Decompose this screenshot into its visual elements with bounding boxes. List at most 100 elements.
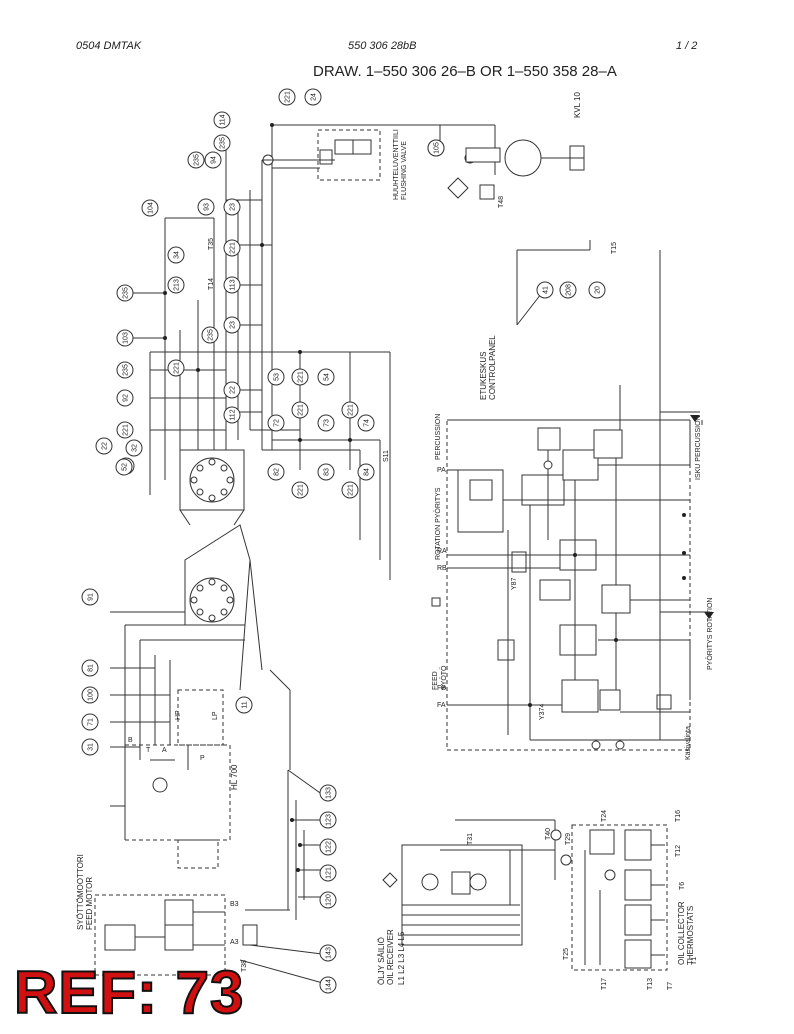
ref-bubble: 221 [116,421,134,439]
ref-bubble: 123 [319,811,337,829]
ref-bubble: 235 [116,284,134,302]
lp-label: LP [212,711,219,720]
drill-connector-lower [184,524,251,626]
ref-stamp: REF: 73 [13,959,245,1026]
ref-bubble: 221 [341,481,359,499]
ref-bubble: 121 [319,864,337,882]
t35-label: T35 [208,238,215,250]
feed-motor-label-en: FEED MOTOR [85,877,94,930]
t25-label: T25 [563,948,570,960]
svg-text:221: 221 [230,242,237,254]
ref-bubble: 74 [357,414,375,432]
svg-text:84: 84 [364,468,371,476]
t17-label: T17 [601,978,608,990]
svg-text:133: 133 [326,787,333,799]
ref-bubble: 221 [223,239,241,257]
svg-text:112: 112 [230,409,237,420]
ref-bubble: 122 [319,838,337,856]
ref-bubble: 104 [141,199,159,217]
t40-label: T40 [545,828,552,840]
svg-text:24: 24 [311,93,318,101]
ref-bubble: 41 [536,281,554,299]
ref-bubble: 103 [116,329,134,347]
ref-bubble: 23 [223,198,241,216]
svg-text:235: 235 [123,287,130,299]
s11-label: S11 [383,450,390,462]
svg-text:72: 72 [274,419,281,427]
y374-label: Y374 [539,704,546,720]
svg-text:235: 235 [208,329,215,341]
ref-bubble: 71 [81,713,99,731]
t48-label: T48 [498,196,505,208]
a3-label: A3 [230,939,239,946]
ref-bubble: 23 [223,316,241,334]
svg-text:52: 52 [122,463,129,471]
ref-bubble: 235 [213,134,231,152]
ref-bubble: 83 [317,463,335,481]
svg-text:71: 71 [88,718,95,726]
svg-text:22: 22 [102,442,109,450]
svg-text:120: 120 [326,894,333,906]
oil-receiver-label-en: OIL RECEIVER [386,929,395,985]
t31-label: T31 [467,833,474,845]
oil-collector: OIL COLLECTOR THERMOSTATS T24 T16 T12 T6… [563,810,698,990]
ref-bubble: 213 [167,276,185,294]
svg-text:122: 122 [326,841,333,853]
b3-label: B3 [230,901,239,908]
svg-text:103: 103 [123,332,130,344]
svg-text:11: 11 [242,701,249,708]
svg-text:144: 144 [326,979,333,991]
svg-text:20: 20 [595,286,602,294]
svg-text:114: 114 [220,114,227,125]
svg-text:221: 221 [348,404,355,416]
svg-text:22: 22 [230,386,237,394]
t12-label: T12 [675,845,682,857]
ref-bubble: 81 [81,659,99,677]
oil-receiver: ÖLJY SÄILIÖ OIL RECEIVER L1 L2 L3 L4 L5 … [377,819,572,985]
svg-text:221: 221 [285,91,292,103]
ref-bubble: 93 [197,198,215,216]
port-a: A [162,747,167,754]
ref-bubble: 91 [81,588,99,606]
fb-port: FB [437,685,446,692]
ref-bubble: 221 [291,481,309,499]
svg-text:73: 73 [324,419,331,427]
svg-text:32: 32 [132,444,139,452]
ref-bubble: 20 [588,281,606,299]
collector-label: OIL COLLECTOR [677,901,686,965]
svg-text:23: 23 [230,321,237,329]
left-lower-routing: HL 700 HP LP B T A P [110,559,263,869]
t38-label: T38 [241,960,248,972]
feed-motor-label-fi: SYÖTTÖMOOTTORI [76,854,85,930]
ref-bubble: 72 [267,414,285,432]
rotation-port-label: ROTATION PYÖRITYS [434,487,442,560]
ref-bubble: 82 [267,463,285,481]
svg-text:34: 34 [174,251,181,259]
ref-bubble: 114 [213,111,231,129]
pa-port: PA [437,467,446,474]
svg-text:221: 221 [298,371,305,383]
header-page-number: 1 / 2 [676,40,698,52]
thermostats-label: THERMOSTATS [686,906,695,965]
svg-text:54: 54 [324,373,331,381]
svg-text:221: 221 [298,404,305,416]
header-center: 550 306 28bB [348,40,417,52]
ref-bubble: 144 [319,976,337,994]
svg-text:235: 235 [220,137,227,149]
ref-bubble: 112 [223,406,241,424]
ref-bubble: 221 [278,88,296,106]
ref-bubble: 221 [291,368,309,386]
manual-select-label: Käsivalinta [685,726,692,760]
svg-text:104: 104 [148,202,155,214]
svg-text:113: 113 [230,279,237,290]
svg-text:213: 213 [174,279,181,291]
svg-text:53: 53 [274,373,281,381]
t15-label: T15 [611,242,618,254]
ref-bubble: 53 [267,368,285,386]
svg-text:143: 143 [326,947,333,959]
port-p: P [200,755,205,762]
svg-text:82: 82 [274,468,281,476]
ref-bubble: 235 [116,361,134,379]
control-panel-label-en: CONTROLPANEL [488,335,497,400]
